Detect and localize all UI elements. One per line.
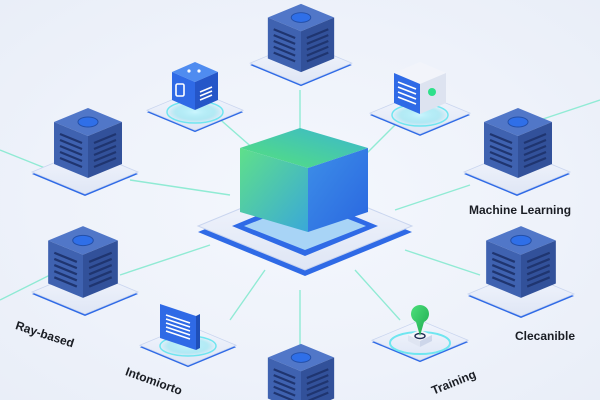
app-cube-node bbox=[146, 62, 244, 133]
storage-box-node bbox=[369, 62, 471, 137]
server-node-top bbox=[249, 2, 353, 87]
label-machine-learning: Machine Learning bbox=[469, 203, 572, 217]
pin-node bbox=[371, 304, 469, 363]
text-lines-icon bbox=[165, 314, 191, 340]
vent-icon bbox=[397, 81, 417, 105]
server-node-ray-based bbox=[31, 224, 139, 317]
label-clecanible: Clecanible bbox=[515, 329, 576, 343]
document-node bbox=[139, 304, 237, 368]
server-node-machine-learning bbox=[463, 106, 571, 197]
window-icon bbox=[175, 83, 185, 97]
status-led-icon bbox=[428, 88, 436, 96]
list-icon bbox=[199, 86, 213, 101]
core-node bbox=[196, 128, 414, 276]
dot-icon bbox=[187, 69, 191, 73]
connector-lines bbox=[0, 90, 600, 350]
server-node-bottom bbox=[266, 342, 336, 400]
server-node-clecanible bbox=[467, 224, 575, 319]
location-pin-icon bbox=[410, 304, 429, 336]
server-node-left bbox=[31, 106, 139, 197]
